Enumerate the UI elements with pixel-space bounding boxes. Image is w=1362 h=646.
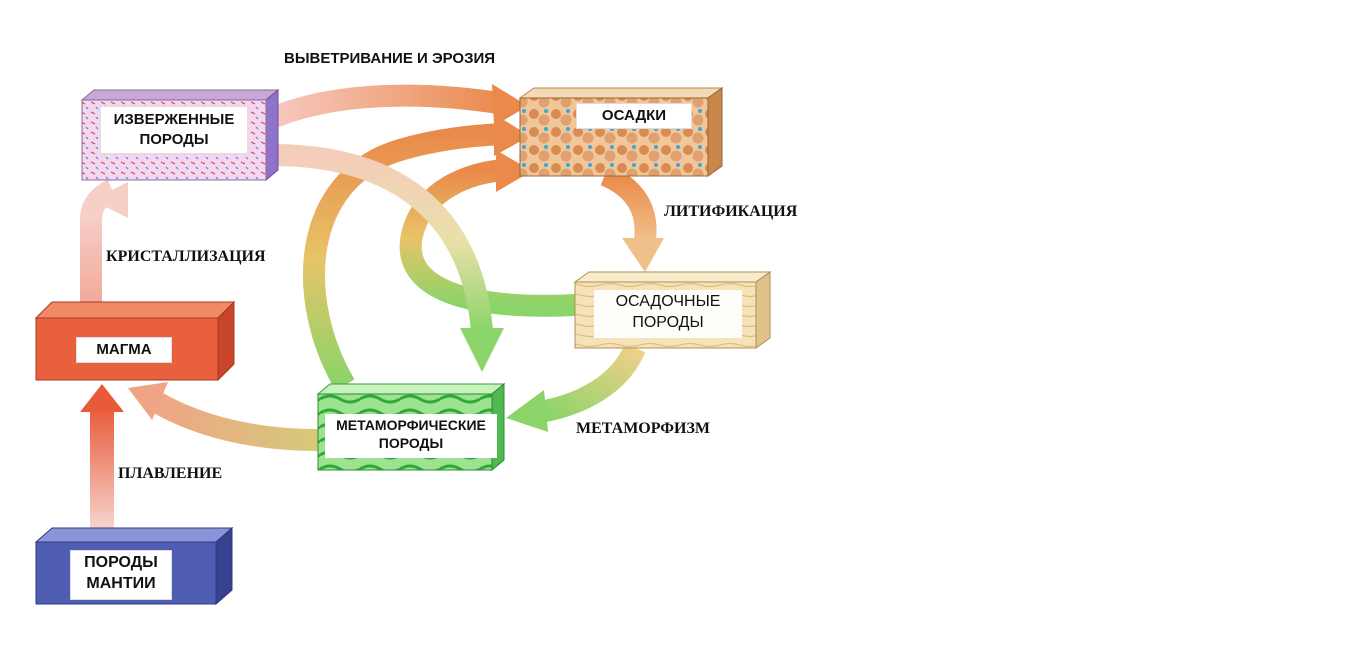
- arrowhead-metamorphic-to-magma: [128, 382, 168, 420]
- mantle-label: ПОРОДЫ МАНТИИ: [70, 550, 172, 600]
- sedimentary-label: ОСАДОЧНЫЕ ПОРОДЫ: [594, 290, 742, 338]
- arrow-melting: [90, 408, 114, 530]
- arrowhead-igneous-to-metamorphic: [460, 328, 504, 372]
- melting-label: ПЛАВЛЕНИЕ: [118, 465, 223, 482]
- arrowhead-metamorphic-to-sediments: [494, 114, 530, 156]
- arrowhead-lithification: [622, 238, 664, 272]
- arrow-igneous-to-sediments: [267, 84, 507, 129]
- arrow-sedimentary-to-sediments: [399, 159, 576, 317]
- arrowhead-sedimentary-to-sediments: [496, 150, 532, 192]
- metamorphism-label: МЕТАМОРФИЗМ: [576, 420, 710, 437]
- arrow-igneous-to-metamorphic: [271, 144, 493, 332]
- arrow-metamorphism: [537, 343, 646, 423]
- magma-label: МАГМА: [76, 337, 172, 363]
- arrow-metamorphic-to-magma: [144, 388, 319, 451]
- weathering-label: ВЫВЕТРИВАНИЕ И ЭРОЗИЯ: [284, 50, 496, 67]
- crystallization-label: КРИСТАЛЛИЗАЦИЯ: [106, 248, 266, 265]
- magma-block: [34, 300, 236, 382]
- metamorphic-label: МЕТАМОРФИЧЕСКИЕ ПОРОДЫ: [325, 414, 497, 458]
- lithification-label: ЛИТИФИКАЦИЯ: [664, 203, 798, 220]
- arrowhead-melting: [80, 384, 124, 412]
- arrow-crystallization: [80, 215, 102, 305]
- arrowhead-metamorphism: [506, 390, 548, 432]
- arrowhead-crystallization: [92, 182, 128, 218]
- arrowhead-igneous-to-sediments: [492, 84, 528, 126]
- sediments-block: [518, 87, 724, 177]
- igneous-label: ИЗВЕРЖЕННЫЕ ПОРОДЫ: [100, 106, 248, 154]
- sediments-label: ОСАДКИ: [576, 103, 692, 129]
- arrow-lithification: [600, 164, 657, 242]
